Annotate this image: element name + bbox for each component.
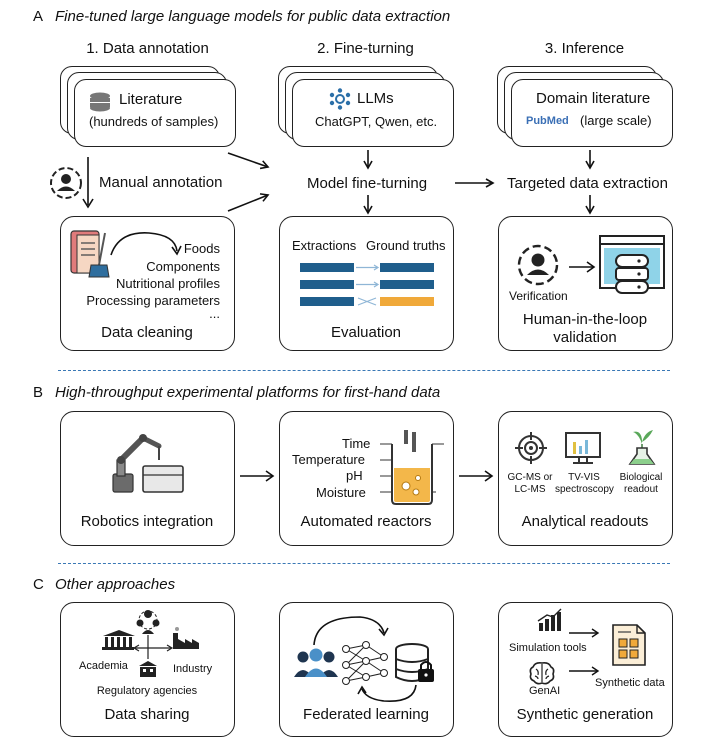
people-icon: [294, 648, 338, 677]
data-cleaning-label: Data cleaning: [101, 324, 193, 341]
section-a-letter: A: [33, 8, 44, 25]
database-icon: [90, 92, 110, 112]
robotics-to-reactors-arrow: [240, 470, 275, 482]
person-verify-icon: [517, 244, 559, 286]
reactor-param-moisture: Moisture: [316, 485, 366, 500]
section-b-letter: B: [33, 384, 44, 401]
reactor-param-temperature: Temperature: [292, 452, 365, 467]
validation-label-line2: validation: [553, 329, 617, 346]
target-icon: [515, 432, 547, 464]
cleaning-item-more: ...: [209, 306, 220, 321]
cleaning-item-processing: Processing parameters: [86, 293, 220, 308]
federated-graphic: [294, 616, 434, 702]
cleaning-curve-arrow: [110, 232, 182, 256]
evaluation-label: Evaluation: [330, 324, 402, 341]
cleaning-item-foods: Foods: [183, 241, 220, 256]
locked-database-icon: [395, 643, 434, 682]
document-icon: [612, 624, 646, 666]
section-b-title: High-throughput experimental platforms f…: [55, 384, 441, 401]
readout-3-line2: readout: [624, 484, 658, 495]
llms-card: LLMs ChatGPT, Qwen, etc.: [292, 79, 454, 147]
data-sharing-label: Data sharing: [104, 706, 190, 723]
data-sharing-box: Academia Industry Regulatory agencies Da…: [60, 602, 235, 737]
domain-subtitle: (large scale): [580, 113, 652, 128]
reactors-to-readouts-arrow: [459, 470, 494, 482]
readout-3-line1: Biological: [619, 472, 663, 483]
evaluation-box: Extractions Ground truths Evaluation: [279, 216, 454, 351]
readouts-box: GC-MS or LC-MS TV-VIS spectroscopy Biolo…: [498, 411, 673, 546]
synthetic-arrows: [569, 628, 600, 676]
group-icon: [136, 610, 160, 634]
bar-chart-icon: [537, 608, 562, 631]
annotation-down-arrow: [82, 157, 94, 209]
person-verify-icon: [50, 167, 82, 199]
institution-icon: [102, 630, 135, 650]
model-finetuning-label: Model fine-turning: [307, 175, 428, 192]
readouts-label: Analytical readouts: [521, 513, 649, 530]
reactor-param-time: Time: [342, 436, 371, 451]
eval-comparison-graphic: [300, 263, 434, 306]
section-c-title: Other approaches: [55, 576, 176, 593]
step-2-title: 2. Fine-turning: [317, 40, 414, 57]
literature-card: Literature (hundreds of samples): [74, 79, 236, 147]
regulatory-icon: [139, 661, 157, 677]
llms-title: LLMs: [357, 90, 394, 107]
step-1-title: 1. Data annotation: [86, 40, 209, 57]
readout-1-line2: LC-MS: [514, 484, 546, 495]
divider-b-c: [58, 563, 670, 564]
readout-1-line1: GC-MS or: [507, 472, 553, 483]
reactors-box: Time Temperature pH Moisture Automated r…: [279, 411, 454, 546]
cleaning-icon: [70, 230, 110, 278]
literature-subtitle: (hundreds of samples): [89, 114, 219, 129]
flask-plant-icon: [628, 430, 656, 465]
server-icon: [599, 235, 665, 294]
cleaning-item-components: Components: [146, 259, 220, 274]
eval-ground-truths-label: Ground truths: [366, 238, 446, 253]
validation-box: Verification Human-in-the-loop validatio…: [498, 216, 673, 351]
federated-label: Federated learning: [303, 706, 429, 723]
validation-label-line1: Human-in-the-loop: [522, 311, 648, 328]
robotics-box: Robotics integration: [60, 411, 235, 546]
pubmed-logo: PubMed: [526, 115, 569, 127]
verification-label: Verification: [509, 289, 568, 303]
monitor-chart-icon: [565, 432, 601, 464]
robotics-label: Robotics integration: [80, 513, 214, 530]
section-a-title: Fine-tuned large language models for pub…: [55, 8, 451, 25]
synthetic-box: Simulation tools GenAI Synthetic data Sy…: [498, 602, 673, 737]
synthetic-label: Synthetic generation: [516, 706, 654, 723]
data-cleaning-box: Foods Components Nutritional profiles Pr…: [60, 216, 235, 351]
factory-icon: [173, 627, 199, 649]
manual-annotation-label: Manual annotation: [99, 174, 223, 191]
literature-title: Literature: [119, 91, 183, 108]
reactors-label: Automated reactors: [300, 513, 432, 530]
data-sharing-graphic: [102, 610, 199, 677]
simulation-tools-label: Simulation tools: [509, 642, 587, 654]
divider-a-b: [58, 370, 670, 371]
readout-2-line1: TV-VIS: [568, 472, 600, 483]
sharing-regulatory-label: Regulatory agencies: [96, 685, 198, 697]
validation-arrow: [569, 261, 596, 273]
reactor-param-ph: pH: [346, 468, 363, 483]
targeted-extraction-label: Targeted data extraction: [507, 175, 668, 192]
synthetic-data-label: Synthetic data: [595, 677, 665, 689]
step-3-title: 3. Inference: [544, 40, 625, 57]
brain-icon: [529, 662, 555, 685]
cleaning-item-nutritional: Nutritional profiles: [115, 276, 220, 291]
network-icon: [329, 88, 351, 110]
sharing-industry-label: Industry: [173, 663, 213, 675]
sharing-academia-label: Academia: [79, 660, 128, 672]
llms-subtitle: ChatGPT, Qwen, etc.: [315, 114, 438, 129]
robot-arm-icon: [112, 434, 184, 493]
section-c-letter: C: [33, 576, 44, 593]
domain-card: Domain literature PubMed (large scale): [511, 79, 673, 147]
genai-label: GenAI: [529, 685, 561, 697]
neural-net-icon: [342, 641, 388, 685]
readout-2-line2: spectroscopy: [555, 484, 614, 495]
federated-box: Federated learning: [279, 602, 454, 737]
domain-title: Domain literature: [536, 90, 651, 107]
eval-extractions-label: Extractions: [292, 238, 357, 253]
beaker-icon: [380, 430, 444, 505]
